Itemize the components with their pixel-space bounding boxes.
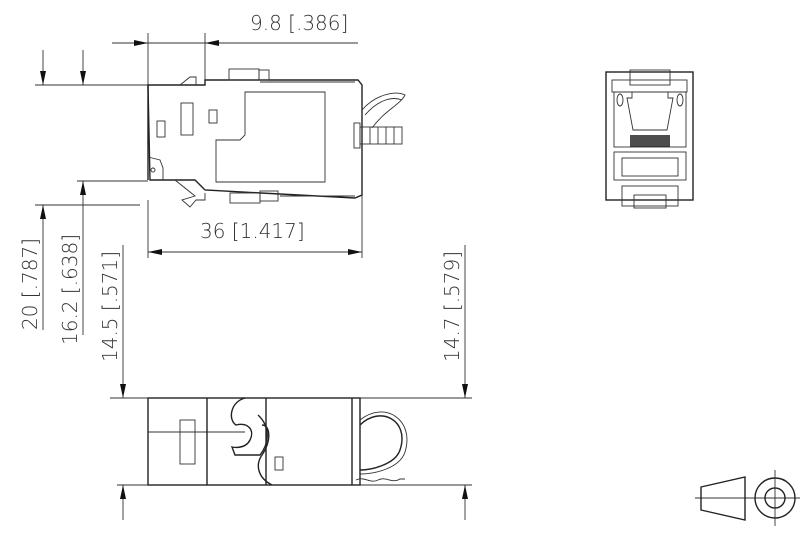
side-view [110, 397, 408, 486]
dimension-label: 16.2 [.638] [58, 234, 82, 345]
dimension-label: 14.5 [.571] [98, 251, 122, 362]
dimension-height-body: 16.2 [.638] [58, 50, 148, 345]
projection-symbol [695, 470, 800, 526]
dimension-height-side-left: 14.5 [.571] [98, 245, 148, 520]
dimension-label: 36 [1.417] [200, 219, 305, 243]
top-view [147, 68, 406, 208]
dimension-label: 9.8 [.386] [250, 11, 348, 35]
dimension-height-total: 20 [.787] [18, 50, 148, 330]
dimension-label: 14.7 [.579] [440, 251, 464, 362]
dimension-width-top: 9.8 [.386] [112, 11, 358, 85]
dimension-length: 36 [1.417] [147, 195, 363, 258]
front-view [605, 69, 694, 209]
dimension-height-side-right: 14.7 [.579] [360, 245, 472, 520]
dimension-label: 20 [.787] [18, 238, 42, 330]
